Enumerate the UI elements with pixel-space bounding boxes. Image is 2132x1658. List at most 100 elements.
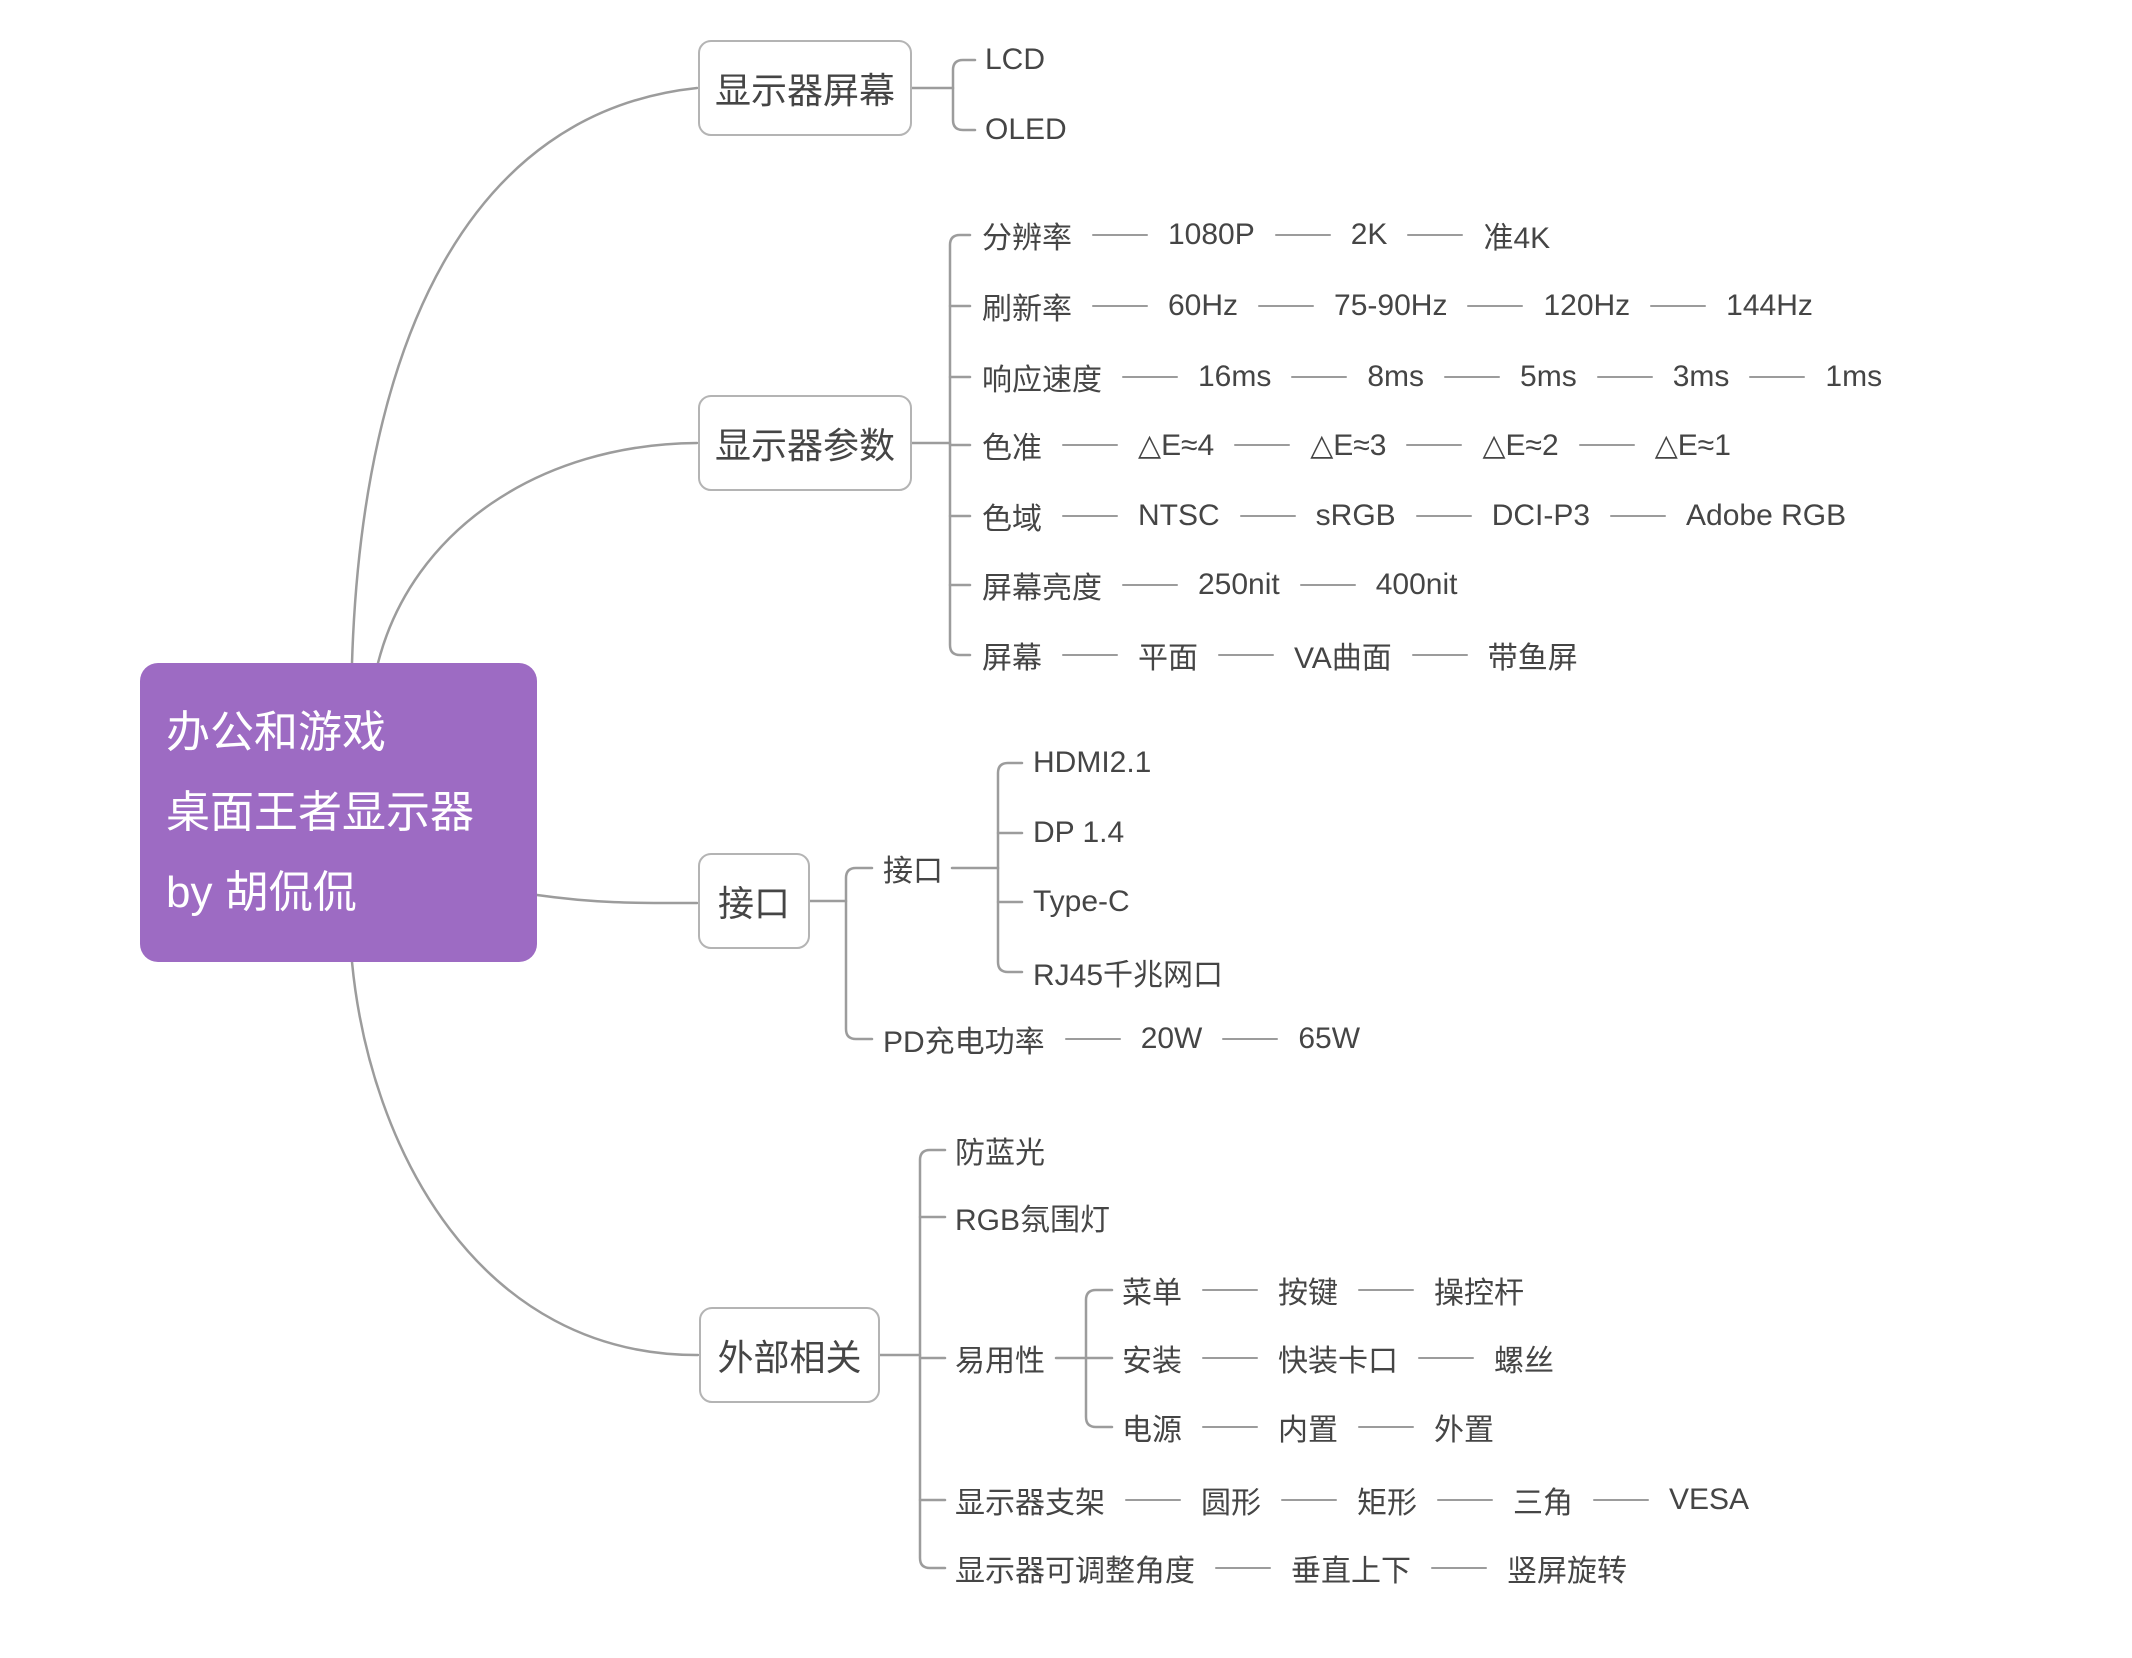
connector-dash xyxy=(1437,1498,1493,1502)
node-rect[interactable]: 矩形 xyxy=(1357,1487,1417,1520)
node-internal[interactable]: 内置 xyxy=(1278,1414,1338,1447)
connector-dash xyxy=(1092,233,1148,237)
connector-dash xyxy=(1064,1037,1121,1041)
edge-portgroup-spine xyxy=(996,761,1024,974)
node-quick-mount[interactable]: 快装卡口 xyxy=(1278,1345,1398,1378)
connector-dash xyxy=(1291,375,1348,379)
node-triangle[interactable]: 三角 xyxy=(1513,1487,1573,1520)
row-power: 电源 内置 外置 xyxy=(1122,1405,1494,1449)
node-120hz[interactable]: 120Hz xyxy=(1543,289,1631,322)
branch-external-node[interactable]: 外部相关 xyxy=(699,1307,880,1403)
node-250nit[interactable]: 250nit xyxy=(1198,568,1280,601)
node-flat[interactable]: 平面 xyxy=(1138,642,1198,675)
branch-ports-node[interactable]: 接口 xyxy=(698,853,810,949)
node-refresh[interactable]: 刷新率 xyxy=(982,293,1072,326)
node-16ms[interactable]: 16ms xyxy=(1198,360,1272,393)
connector-dash xyxy=(1407,233,1464,237)
node-hdmi[interactable]: HDMI2.1 xyxy=(1033,746,1152,779)
connector-dash xyxy=(1444,375,1501,379)
connector-dash xyxy=(1062,514,1118,518)
row-stand: 显示器支架 圆形 矩形 三角 VESA xyxy=(955,1478,1749,1522)
connector-dash xyxy=(1125,1498,1181,1502)
node-anti-blue-light[interactable]: 防蓝光 xyxy=(955,1137,1045,1170)
node-joystick[interactable]: 操控杆 xyxy=(1434,1277,1524,1310)
edge-root-screen xyxy=(350,86,699,665)
connector-dash xyxy=(1610,514,1667,518)
node-pd-power[interactable]: PD充电功率 xyxy=(883,1026,1045,1059)
node-stand[interactable]: 显示器支架 xyxy=(955,1487,1105,1520)
connector-dash xyxy=(1596,375,1653,379)
node-brightness[interactable]: 屏幕亮度 xyxy=(982,572,1102,605)
node-round[interactable]: 圆形 xyxy=(1201,1487,1261,1520)
node-60hz[interactable]: 60Hz xyxy=(1168,289,1239,322)
node-75-90hz[interactable]: 75-90Hz xyxy=(1334,289,1448,322)
node-rj45[interactable]: RJ45千兆网口 xyxy=(1033,959,1224,992)
node-400nit[interactable]: 400nit xyxy=(1375,568,1458,601)
node-ntsc[interactable]: NTSC xyxy=(1138,499,1220,532)
leaf-oled[interactable]: OLED xyxy=(985,113,1067,146)
connector-dash xyxy=(1218,653,1274,657)
node-color-accuracy[interactable]: 色准 xyxy=(982,432,1042,465)
row-pd-power: PD充电功率 20W 65W xyxy=(883,1017,1360,1061)
node-144hz[interactable]: 144Hz xyxy=(1726,289,1813,322)
node-dci-p3[interactable]: DCI-P3 xyxy=(1491,499,1591,532)
node-type-c[interactable]: Type-C xyxy=(1033,885,1130,918)
node-rgb-light[interactable]: RGB氛围灯 xyxy=(955,1204,1111,1237)
node-8ms[interactable]: 8ms xyxy=(1367,360,1425,393)
node-install[interactable]: 安装 xyxy=(1122,1345,1182,1378)
node-menu[interactable]: 菜单 xyxy=(1122,1277,1182,1310)
root-node[interactable]: 办公和游戏 桌面王者显示器 by 胡侃侃 xyxy=(140,663,537,962)
node-tilt[interactable]: 垂直上下 xyxy=(1291,1555,1411,1588)
node-5ms[interactable]: 5ms xyxy=(1520,360,1577,393)
node-ultrawide[interactable]: 带鱼屏 xyxy=(1487,642,1578,675)
node-4k[interactable]: 准4K xyxy=(1483,222,1551,255)
connector-dash xyxy=(1358,1288,1414,1292)
node-dp[interactable]: DP 1.4 xyxy=(1033,816,1125,849)
connector-dash xyxy=(1749,375,1806,379)
connector-dash xyxy=(1122,375,1178,379)
connector-dash xyxy=(1215,1566,1271,1570)
row-gamut: 色域 NTSC sRGB DCI-P3 Adobe RGB xyxy=(982,494,1846,538)
node-de1[interactable]: △E≈1 xyxy=(1654,428,1731,462)
node-adobe-rgb[interactable]: Adobe RGB xyxy=(1686,499,1847,532)
connector-dash xyxy=(1234,443,1291,447)
branch-screen-node[interactable]: 显示器屏幕 xyxy=(698,40,912,136)
node-vesa[interactable]: VESA xyxy=(1669,1483,1750,1516)
node-1ms[interactable]: 1ms xyxy=(1825,360,1883,393)
node-adjust-angle[interactable]: 显示器可调整角度 xyxy=(955,1555,1195,1588)
connector-dash xyxy=(1092,304,1148,308)
node-power[interactable]: 电源 xyxy=(1122,1414,1182,1447)
node-response[interactable]: 响应速度 xyxy=(982,364,1102,397)
edge-screen-spine xyxy=(951,58,977,132)
node-de2[interactable]: △E≈2 xyxy=(1482,428,1559,462)
connector-dash xyxy=(1062,443,1118,447)
node-de3[interactable]: △E≈3 xyxy=(1310,428,1387,462)
node-va-curved[interactable]: VA曲面 xyxy=(1294,642,1392,675)
connector-dash xyxy=(1593,1498,1649,1502)
node-2k[interactable]: 2K xyxy=(1350,218,1388,251)
node-srgb[interactable]: sRGB xyxy=(1315,499,1396,532)
node-resolution[interactable]: 分辨率 xyxy=(982,222,1072,255)
root-line-2: 桌面王者显示器 xyxy=(166,787,474,837)
node-pivot[interactable]: 竖屏旋转 xyxy=(1507,1555,1627,1588)
row-install: 安装 快装卡口 螺丝 xyxy=(1122,1336,1554,1380)
node-buttons[interactable]: 按键 xyxy=(1278,1277,1338,1310)
node-20w[interactable]: 20W xyxy=(1140,1022,1203,1055)
row-response: 响应速度 16ms 8ms 5ms 3ms 1ms xyxy=(982,355,1882,399)
connector-dash xyxy=(1122,583,1178,587)
branch-params-node[interactable]: 显示器参数 xyxy=(698,395,912,491)
node-de4[interactable]: △E≈4 xyxy=(1138,428,1215,462)
node-65w[interactable]: 65W xyxy=(1298,1022,1361,1055)
node-external-psu[interactable]: 外置 xyxy=(1434,1414,1494,1447)
node-port-group[interactable]: 接口 xyxy=(883,855,943,888)
node-gamut[interactable]: 色域 xyxy=(982,503,1042,536)
row-brightness: 屏幕亮度 250nit 400nit xyxy=(982,563,1458,607)
node-screws[interactable]: 螺丝 xyxy=(1494,1345,1554,1378)
node-1080p[interactable]: 1080P xyxy=(1168,218,1255,251)
connector-dash xyxy=(1299,583,1356,587)
node-3ms[interactable]: 3ms xyxy=(1672,360,1730,393)
node-usability[interactable]: 易用性 xyxy=(955,1345,1045,1378)
leaf-lcd[interactable]: LCD xyxy=(985,43,1046,76)
node-panel[interactable]: 屏幕 xyxy=(982,642,1042,675)
